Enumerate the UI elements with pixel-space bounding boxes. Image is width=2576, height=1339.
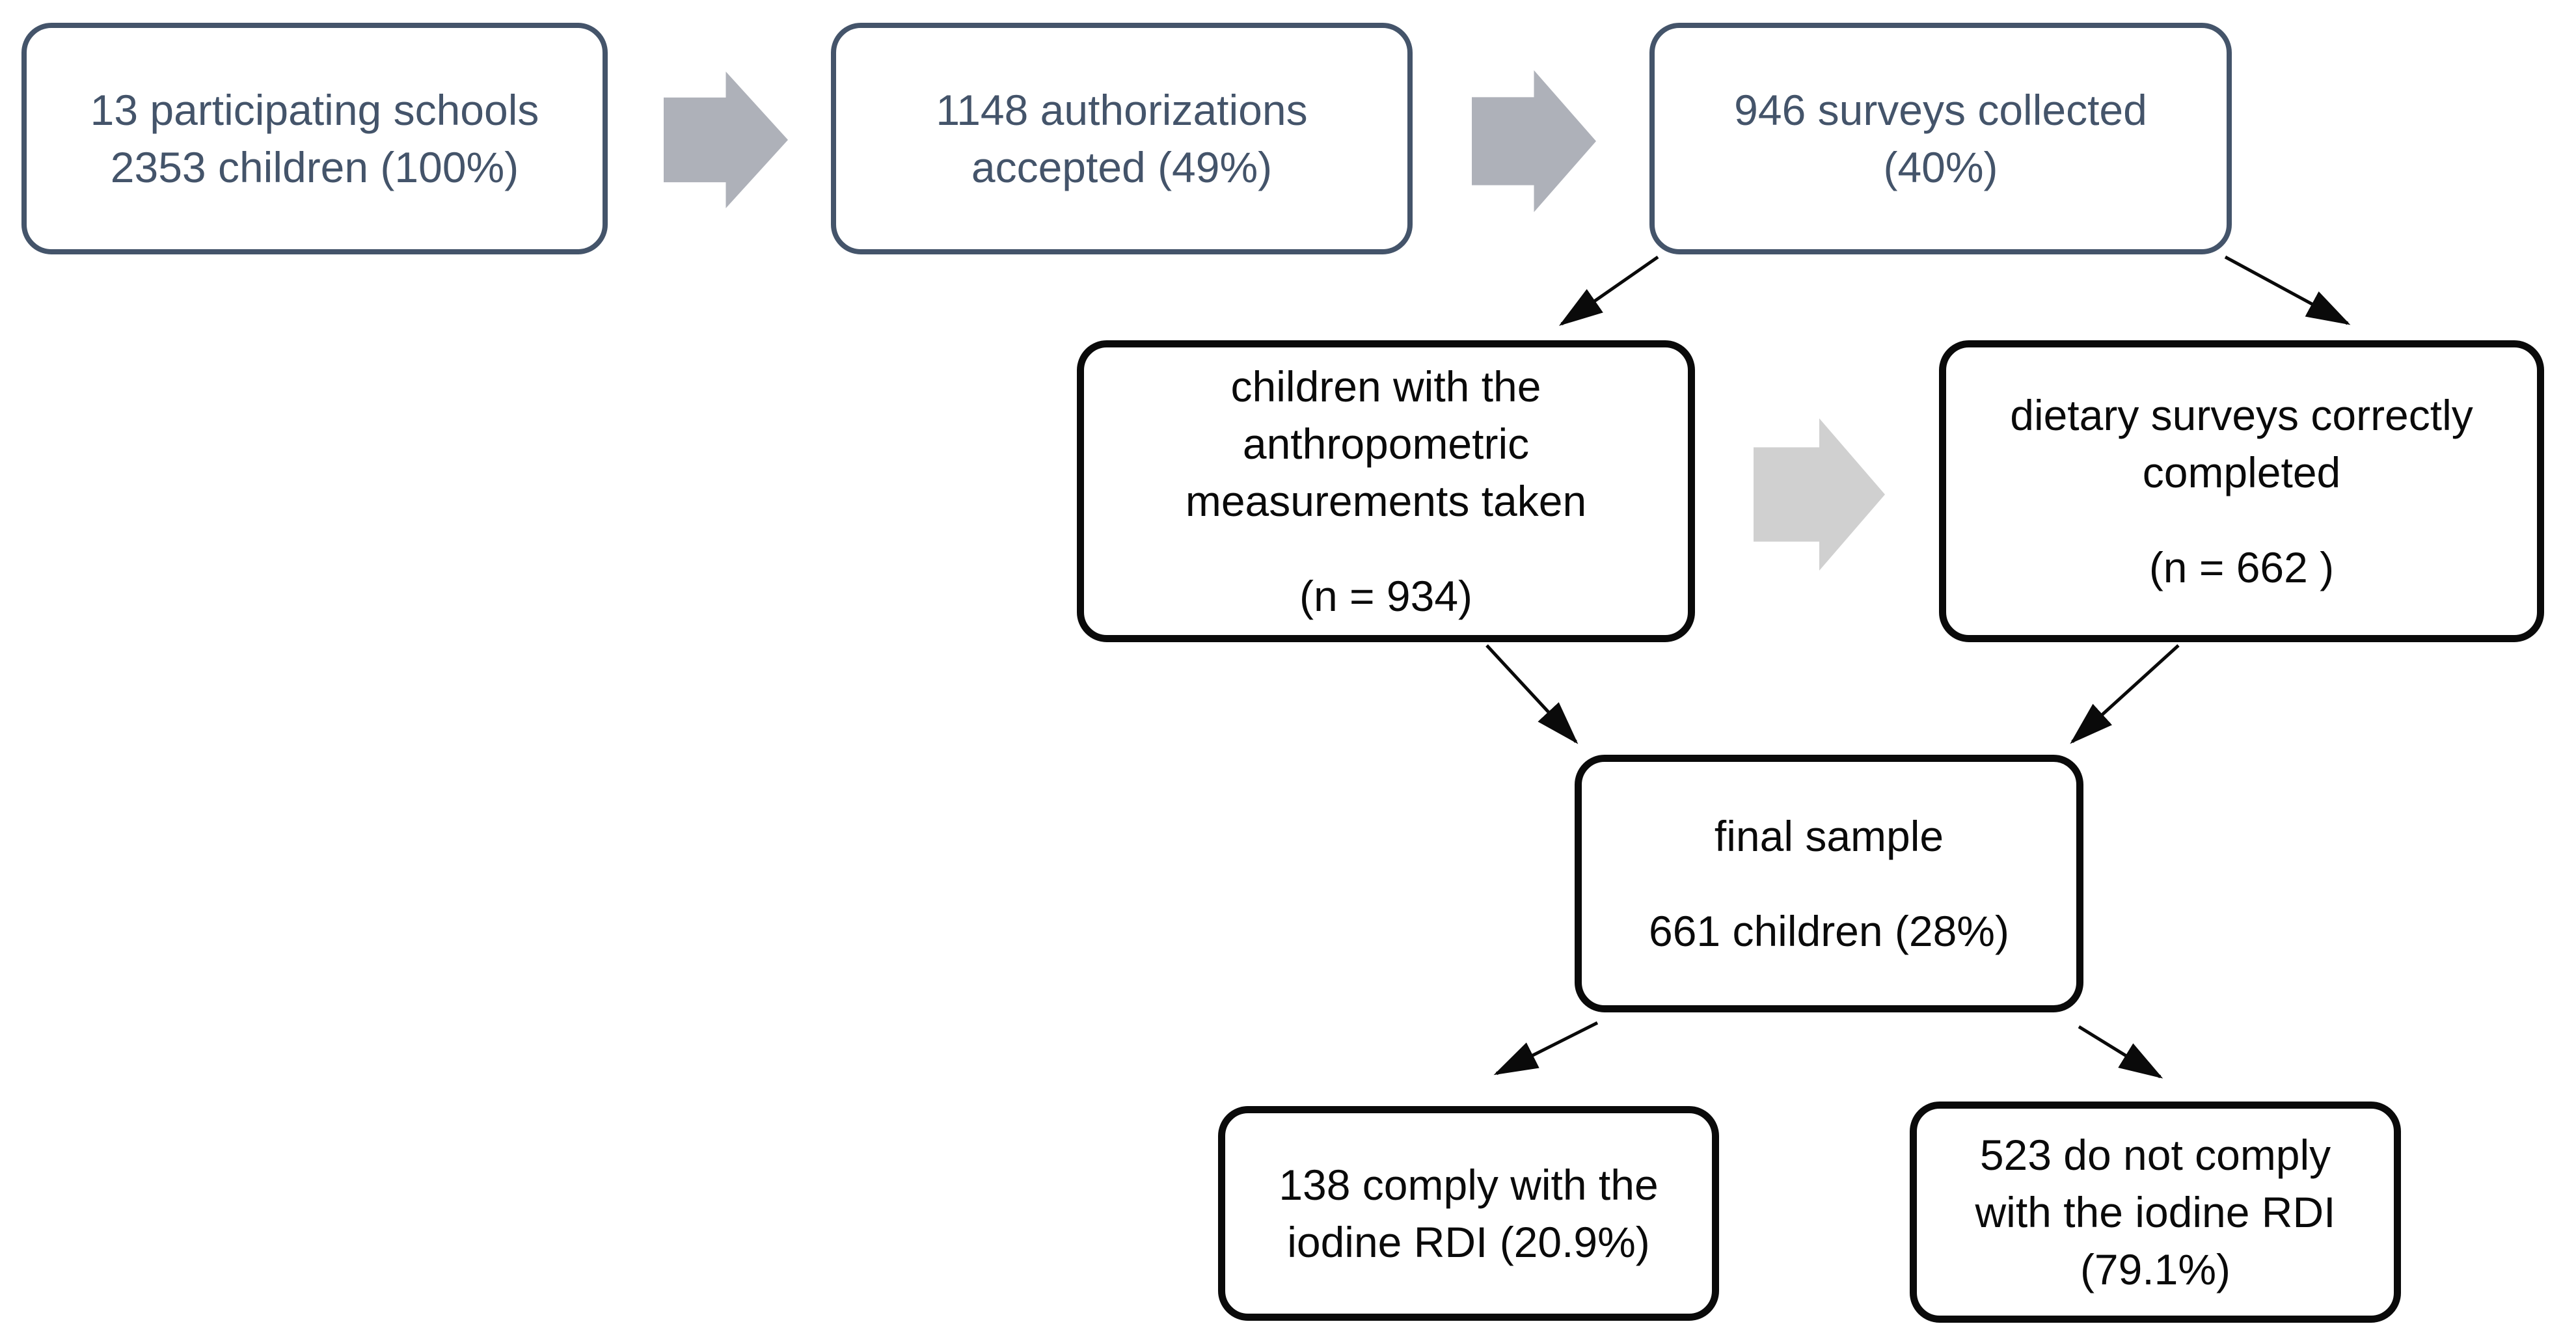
box-text-line: 138 comply with the xyxy=(1279,1161,1659,1209)
box-text-line: 13 participating schools xyxy=(90,86,539,134)
box-not-comply-iodine-rdi: 523 do not comply with the iodine RDI (7… xyxy=(1910,1102,2401,1323)
box-text-line: 2353 children (100%) xyxy=(110,143,519,191)
box-text-line: 946 surveys collected xyxy=(1734,86,2147,134)
box-dietary-surveys-completed: dietary surveys correctly completed (n =… xyxy=(1939,340,2544,642)
box-sample-size: 661 children (28%) xyxy=(1649,907,2009,955)
box-sample-size: (n = 934) xyxy=(1299,572,1472,620)
box-participating-schools: 13 participating schools 2353 children (… xyxy=(21,23,608,254)
box-text-line: (40%) xyxy=(1883,143,1998,191)
box-sample-size: (n = 662 ) xyxy=(2149,543,2335,591)
box-text-line: (79.1%) xyxy=(2080,1245,2231,1293)
right-block-arrow-icon xyxy=(1754,418,1885,571)
connector-dietary-to-final xyxy=(2070,644,2180,744)
right-block-arrow-icon xyxy=(664,72,788,208)
box-authorizations-accepted: 1148 authorizations accepted (49%) xyxy=(831,23,1413,254)
connector-surveys-to-anthropometric xyxy=(1558,255,1659,326)
box-text-line: 1148 authorizations xyxy=(936,86,1308,134)
box-surveys-collected: 946 surveys collected (40%) xyxy=(1649,23,2232,254)
box-text-line: iodine RDI (20.9%) xyxy=(1287,1218,1650,1266)
box-anthropometric-measurements: children with the anthropometric measure… xyxy=(1077,340,1695,642)
box-text-line: measurements taken xyxy=(1185,477,1587,525)
box-text-line: with the iodine RDI xyxy=(1975,1188,2336,1236)
box-text-line: completed xyxy=(2142,448,2341,496)
box-final-sample: final sample 661 children (28%) xyxy=(1575,755,2083,1012)
box-comply-iodine-rdi: 138 comply with the iodine RDI (20.9%) xyxy=(1218,1106,1719,1321)
box-text-line: dietary surveys correctly xyxy=(2010,391,2473,439)
box-text-line: final sample xyxy=(1714,812,1944,860)
connector-final-to-not-comply xyxy=(2078,1025,2163,1079)
box-text-line: children with the xyxy=(1230,362,1541,411)
box-text-line: 523 do not comply xyxy=(1979,1131,2331,1179)
box-text-line: accepted (49%) xyxy=(971,143,1273,191)
connector-anthropometric-to-final xyxy=(1485,644,1579,744)
right-block-arrow-icon xyxy=(1472,70,1596,212)
connector-surveys-to-dietary xyxy=(2224,255,2351,325)
box-text-line: anthropometric xyxy=(1242,420,1530,468)
connector-final-to-comply xyxy=(1493,1021,1599,1075)
